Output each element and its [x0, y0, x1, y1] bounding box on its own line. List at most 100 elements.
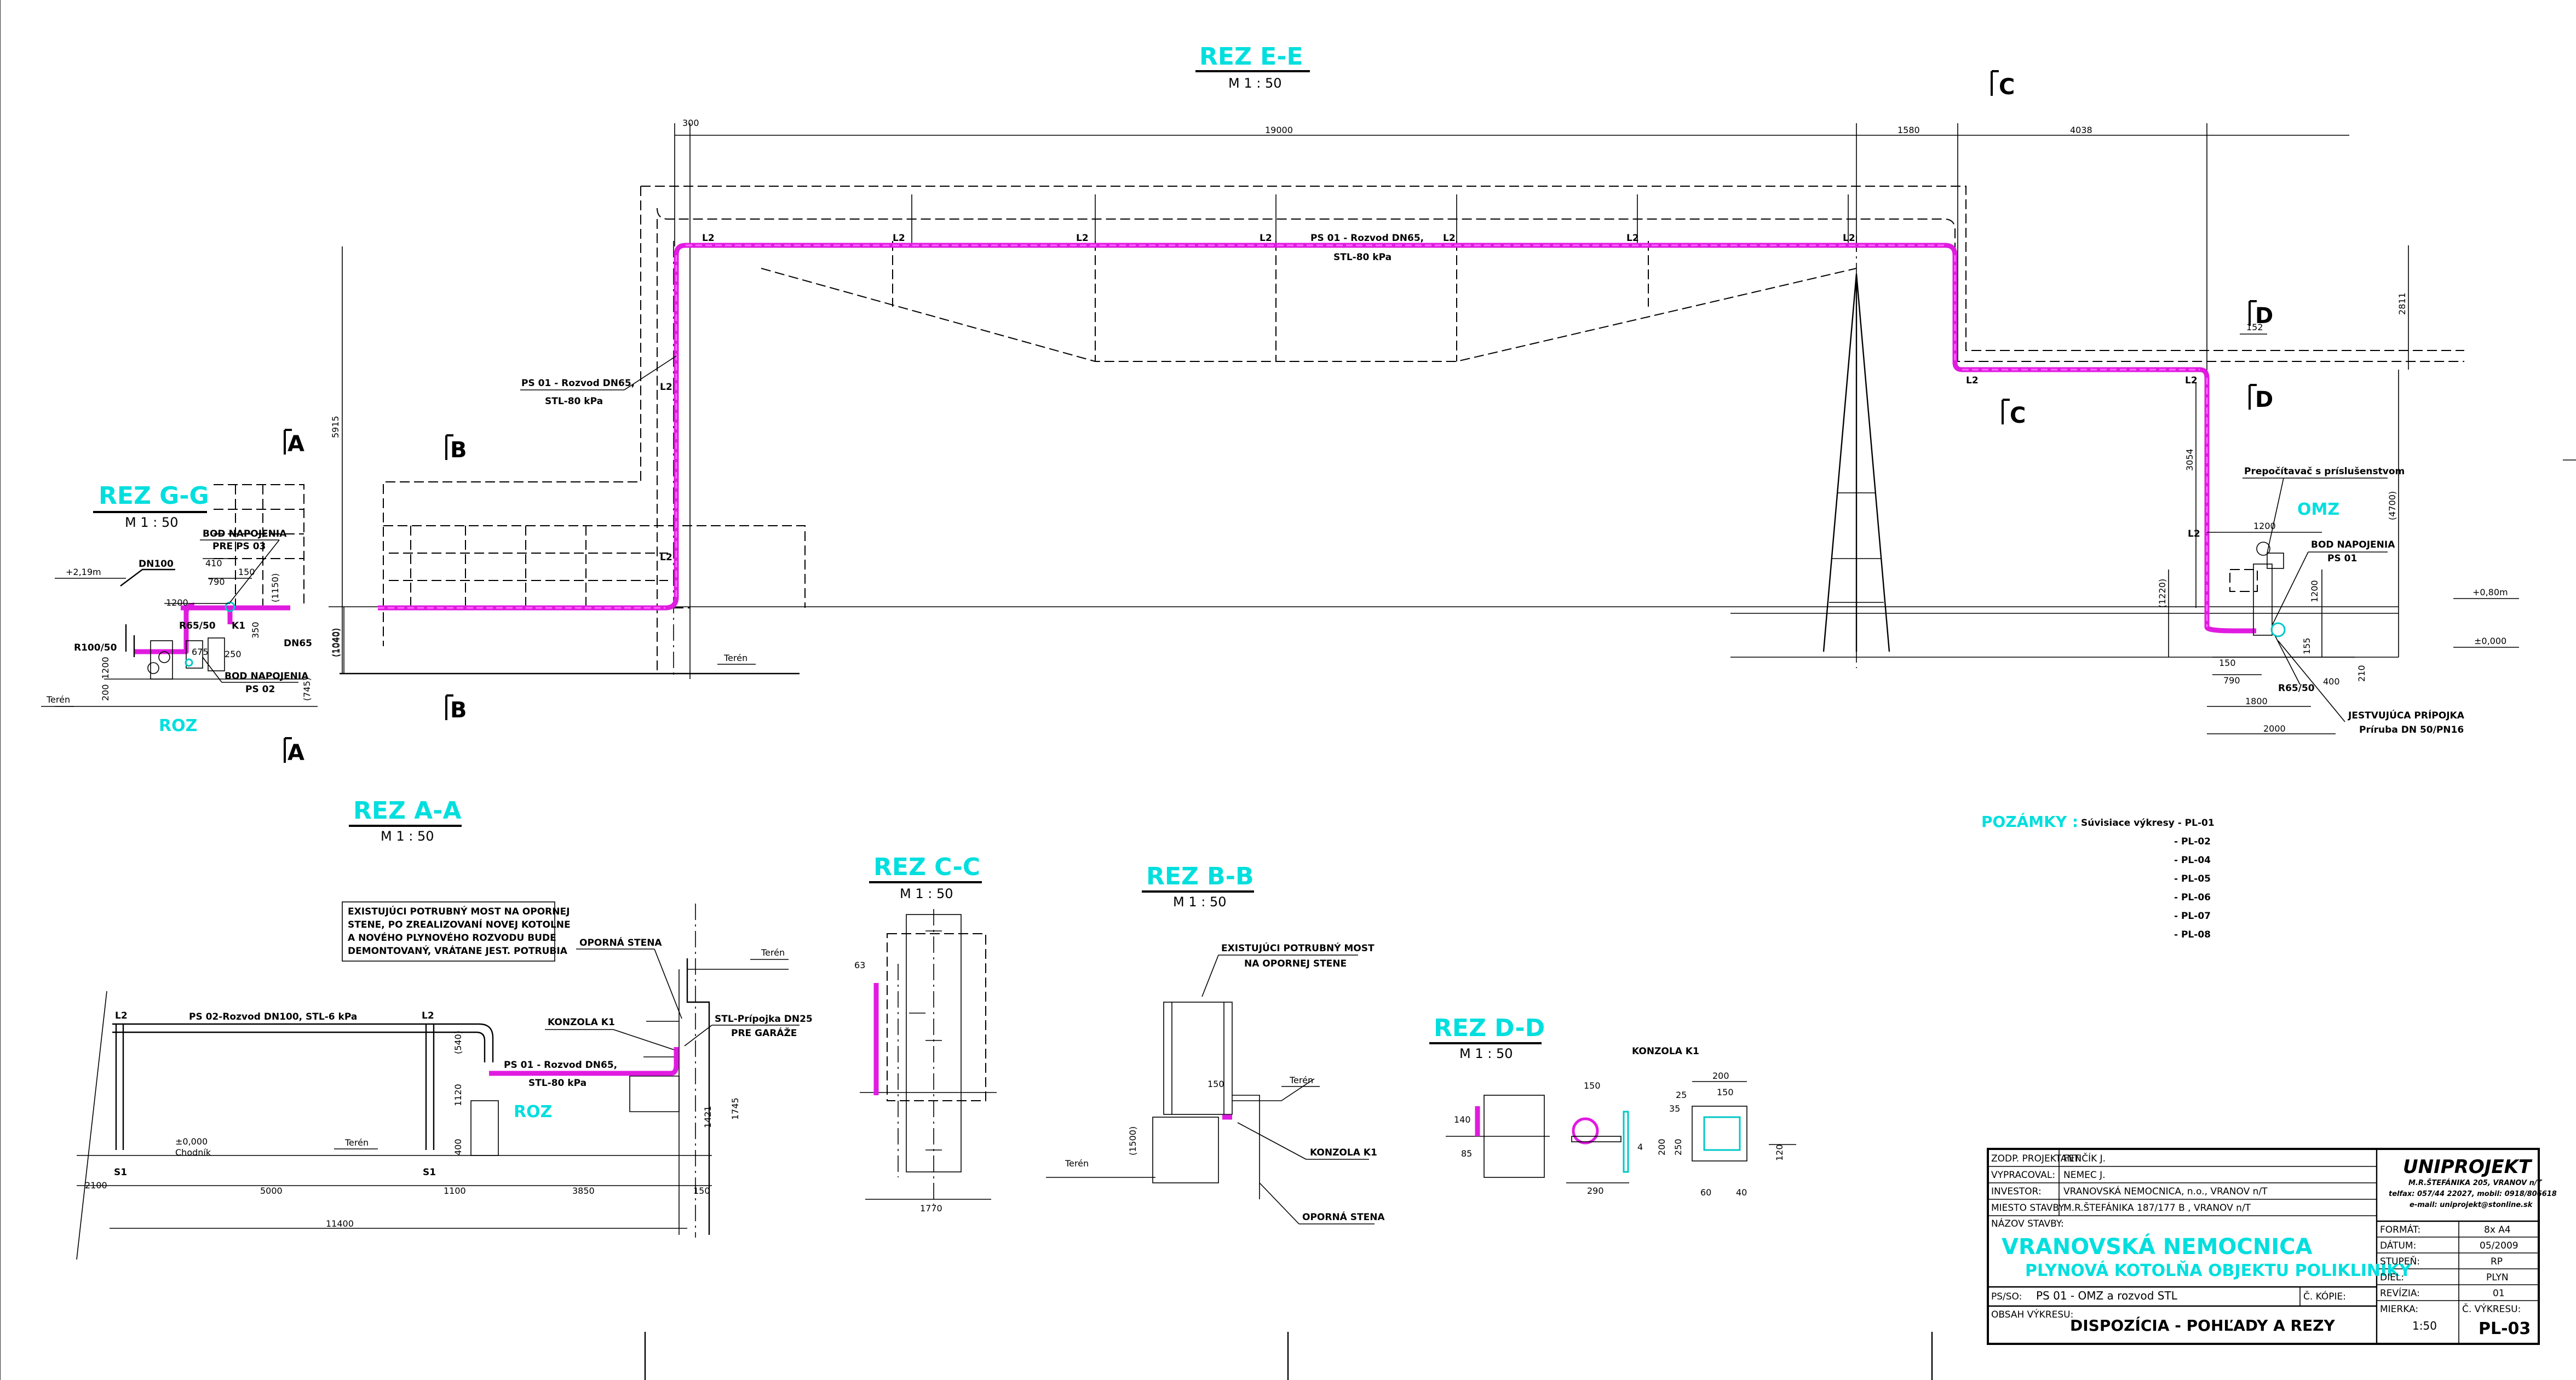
svg-text:05/2009: 05/2009 — [2480, 1240, 2519, 1251]
svg-text:150: 150 — [238, 567, 255, 577]
svg-text:4038: 4038 — [2070, 125, 2092, 135]
svg-text:MIERKA:: MIERKA: — [2380, 1304, 2418, 1315]
section-ee-scale: M 1 : 50 — [1228, 76, 1282, 91]
pipe-label-top: PS 01 - Rozvod DN65, — [1310, 233, 1424, 244]
svg-text:790: 790 — [2223, 675, 2240, 686]
section-gg-scale: M 1 : 50 — [125, 515, 179, 530]
section-dd-scale: M 1 : 50 — [1459, 1046, 1513, 1061]
svg-text:ROZ: ROZ — [159, 716, 197, 735]
svg-text:40: 40 — [1736, 1187, 1747, 1198]
section-dd-title: REZ D-D — [1434, 1014, 1545, 1042]
title-block: ZODP. PROJEKTANT: FENČÍK J. VYPRACOVAL: … — [1987, 1148, 2557, 1345]
svg-text:PS 02: PS 02 — [245, 684, 275, 695]
svg-text:L2: L2 — [660, 382, 672, 393]
svg-text:300: 300 — [682, 118, 699, 128]
svg-text:5000: 5000 — [260, 1186, 283, 1196]
notes-lead: Súvisiace výkresy - PL-01 — [2081, 818, 2215, 829]
svg-text:REVÍZIA:: REVÍZIA: — [2380, 1287, 2420, 1299]
svg-text:(1500): (1500) — [1128, 1126, 1138, 1155]
svg-text:790: 790 — [208, 577, 225, 587]
svg-text:M.R.ŠTEFÁNIKA 187/177 B , VRAN: M.R.ŠTEFÁNIKA 187/177 B , VRANOV n/T — [2063, 1201, 2251, 1214]
svg-text:PS/SO:: PS/SO: — [1991, 1291, 2022, 1302]
svg-text:Č. VÝKRESU:: Č. VÝKRESU: — [2462, 1303, 2521, 1315]
svg-text:L2: L2 — [1260, 233, 1272, 244]
svg-text:(745): (745) — [302, 677, 312, 701]
svg-text:11400: 11400 — [326, 1218, 354, 1229]
svg-text:DEMONTOVANÝ, VRÁTANE JEST. POT: DEMONTOVANÝ, VRÁTANE JEST. POTRUBIA — [348, 945, 568, 957]
svg-text:1200: 1200 — [100, 657, 111, 679]
section-ee-title: REZ E-E — [1199, 43, 1303, 71]
svg-text:150: 150 — [1584, 1080, 1601, 1091]
company-logo: UNIPROJEKT — [2403, 1156, 2533, 1178]
svg-text:63: 63 — [854, 960, 865, 970]
svg-text:140: 140 — [1454, 1114, 1471, 1125]
svg-text:STL-80 kPa: STL-80 kPa — [528, 1078, 586, 1089]
svg-text:290: 290 — [1587, 1186, 1604, 1196]
svg-text:ROZ: ROZ — [514, 1102, 552, 1122]
svg-text:L2: L2 — [422, 1010, 434, 1021]
svg-text:PRE PS 03: PRE PS 03 — [212, 541, 266, 552]
svg-text:NÁZOV STAVBY:: NÁZOV STAVBY: — [1991, 1217, 2064, 1229]
svg-text:S1: S1 — [114, 1167, 127, 1178]
svg-text:telfax: 057/44 22027, mobil: 0: telfax: 057/44 22027, mobil: 0918/806618 — [2389, 1190, 2557, 1198]
svg-text:PRE GARÁŽE: PRE GARÁŽE — [731, 1027, 797, 1039]
svg-text:3850: 3850 — [572, 1186, 595, 1196]
svg-text:DIEL:: DIEL: — [2380, 1272, 2404, 1283]
svg-text:2811: 2811 — [2397, 292, 2407, 315]
svg-text:L2: L2 — [660, 552, 672, 563]
svg-text:D: D — [2255, 303, 2273, 329]
svg-text:OPORNÁ STENA: OPORNÁ STENA — [1302, 1211, 1385, 1223]
svg-text:R65/50: R65/50 — [2278, 683, 2315, 694]
svg-text:B: B — [450, 698, 467, 723]
svg-text:150: 150 — [1208, 1079, 1224, 1089]
svg-text:A: A — [288, 432, 304, 457]
svg-text:L2: L2 — [1966, 375, 1979, 386]
svg-text:(1040): (1040) — [331, 628, 342, 657]
svg-text:C: C — [1999, 74, 2015, 100]
svg-text:5915: 5915 — [330, 416, 341, 438]
svg-text:BOD NAPOJENIA: BOD NAPOJENIA — [2311, 539, 2395, 550]
svg-text:675: 675 — [192, 647, 209, 657]
svg-text:2000: 2000 — [2263, 723, 2286, 734]
svg-text:NA OPORNEJ STENE: NA OPORNEJ STENE — [1244, 958, 1347, 969]
svg-text:PLYN: PLYN — [2486, 1272, 2509, 1283]
svg-text:±0,000: ±0,000 — [2474, 636, 2506, 646]
svg-text:OMZ: OMZ — [2297, 500, 2339, 519]
svg-text:ZODP. PROJEKTANT:: ZODP. PROJEKTANT: — [1991, 1153, 2082, 1164]
svg-text:KONZOLA K1: KONZOLA K1 — [548, 1017, 615, 1028]
gas-pipe-ps01 — [378, 243, 2256, 634]
svg-text:STL-80 kPa: STL-80 kPa — [1333, 252, 1392, 263]
notes-item: - PL-06 — [2174, 892, 2211, 903]
svg-text:Terén: Terén — [344, 1137, 369, 1148]
svg-text:1:50: 1:50 — [2412, 1319, 2437, 1332]
svg-text:(1040): (1040) — [330, 628, 341, 657]
svg-text:Terén: Terén — [46, 694, 70, 705]
svg-text:L2: L2 — [1626, 233, 1639, 244]
svg-text:1745: 1745 — [730, 1097, 740, 1120]
svg-text:Príruba DN 50/PN16: Príruba DN 50/PN16 — [2359, 725, 2464, 735]
svg-text:+0,80m: +0,80m — [2473, 587, 2508, 597]
svg-text:400: 400 — [2323, 676, 2340, 687]
svg-text:(1220): (1220) — [2157, 579, 2167, 608]
svg-text:BOD NAPOJENIA: BOD NAPOJENIA — [203, 528, 287, 539]
svg-text:150: 150 — [693, 1186, 710, 1196]
svg-text:+2,19m: +2,19m — [66, 567, 101, 577]
svg-text:200: 200 — [1657, 1138, 1667, 1155]
svg-text:KONZOLA K1: KONZOLA K1 — [1310, 1147, 1377, 1158]
svg-text:1580: 1580 — [1898, 125, 1920, 135]
svg-text:K1: K1 — [232, 620, 245, 631]
notes-item: - PL-08 — [2174, 929, 2211, 940]
svg-text:L2: L2 — [2185, 375, 2198, 386]
svg-text:25: 25 — [1676, 1090, 1687, 1100]
svg-text:S1: S1 — [423, 1167, 436, 1178]
project-title: VRANOVSKÁ NEMOCNICA — [2002, 1233, 2312, 1260]
section-dd: REZ D-D M 1 : 50 140 85 KONZOLA K1 150 4… — [1429, 1014, 1796, 1198]
svg-text:1421: 1421 — [703, 1106, 713, 1128]
svg-text:OPORNÁ STENA: OPORNÁ STENA — [579, 936, 662, 948]
section-gg: REZ G-G M 1 : 50 Terén BOD NAPOJENIA PRE… — [41, 482, 341, 735]
svg-text:1100: 1100 — [444, 1186, 466, 1196]
svg-text:STENE, PO ZREALIZOVANÍ NOVEJ K: STENE, PO ZREALIZOVANÍ NOVEJ KOTOLNE — [348, 918, 571, 930]
svg-text:(1150): (1150) — [270, 573, 280, 602]
svg-text:STL-Prípojka DN25: STL-Prípojka DN25 — [715, 1014, 813, 1025]
